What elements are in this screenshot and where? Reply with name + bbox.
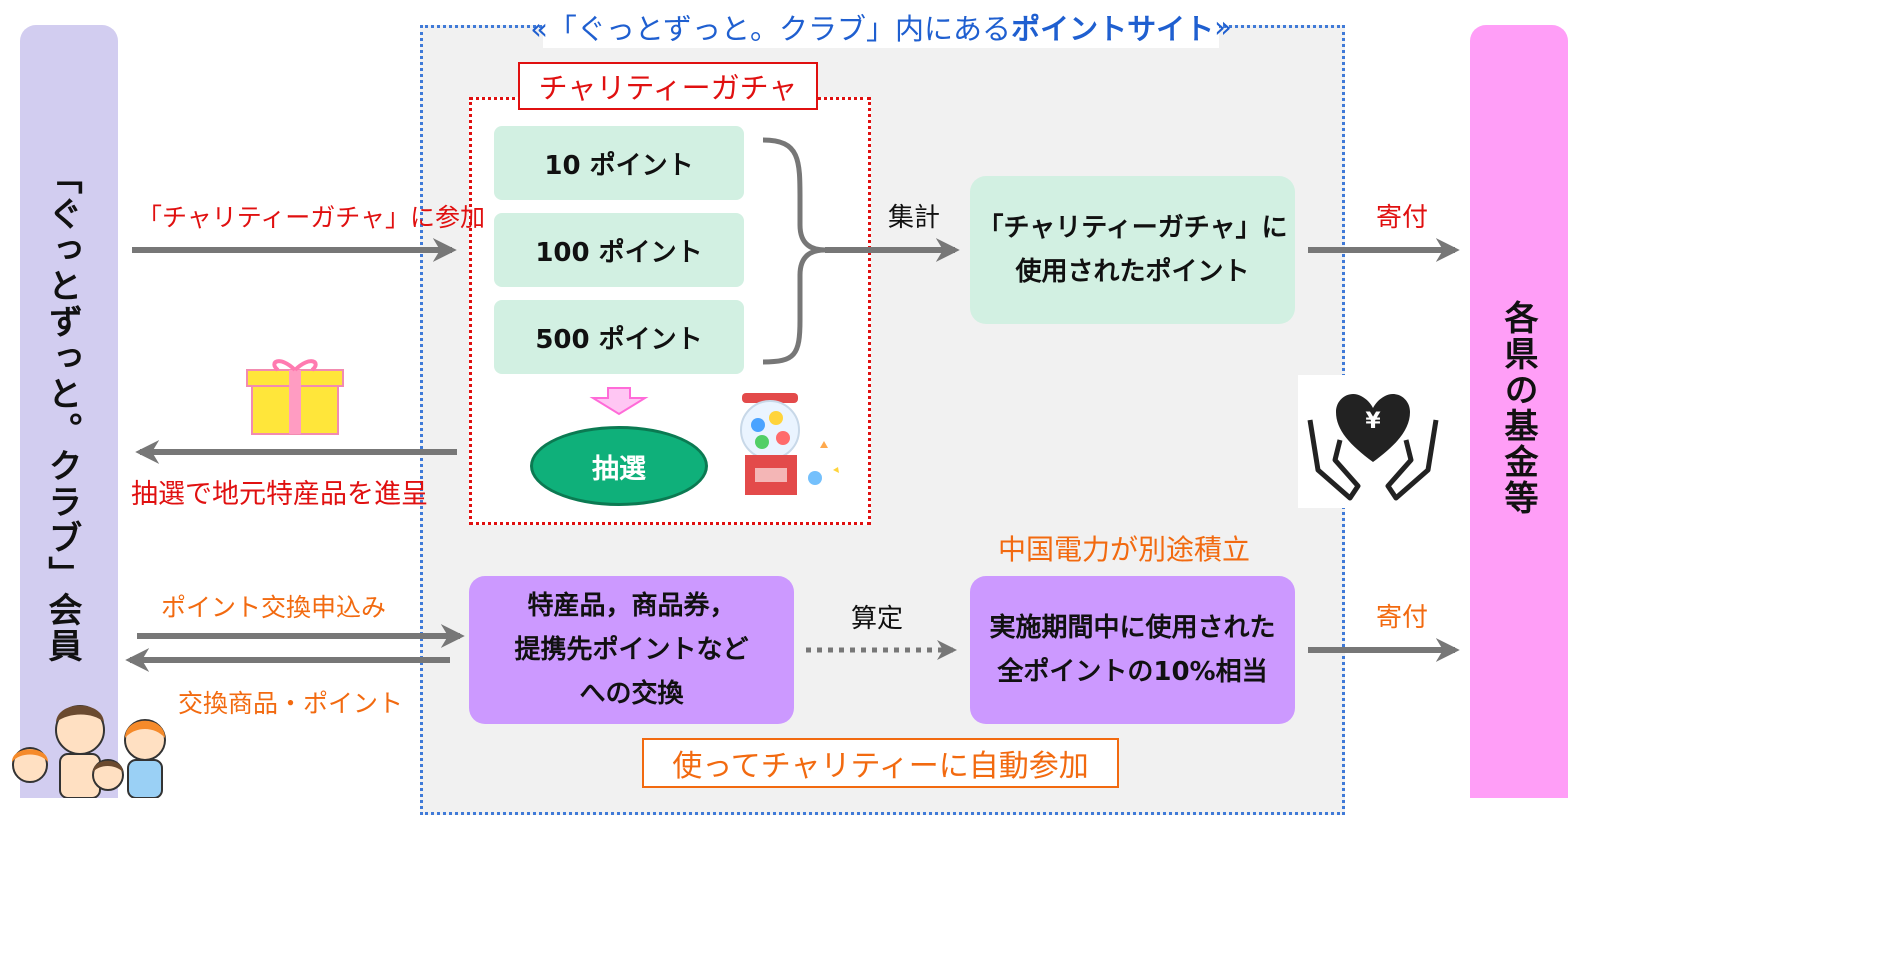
fund-label: 各県の基金等	[1498, 300, 1538, 516]
gacha-option-500: 500 ポイント	[494, 300, 744, 374]
exchange-apply-label: ポイント交換申込み	[161, 593, 387, 622]
used-points-box: 「チャリティーガチャ」に 使用されたポイント	[970, 176, 1295, 324]
ten-percent-line-2: 全ポイントの10%相当	[997, 657, 1268, 687]
prize-label: 抽選で地元特産品を進呈	[131, 479, 428, 510]
pink-down-arrow-icon	[589, 387, 649, 416]
exchange-line-2: 提携先ポイントなど	[514, 635, 749, 665]
point-site-title: «「ぐっとずっと。クラブ」内にあるポイントサイト »	[530, 6, 1232, 48]
exchange-return-label: 交換商品・ポイント	[178, 689, 404, 718]
gacha-option-10: 10 ポイント	[494, 126, 744, 200]
gacha-machine-icon	[740, 393, 839, 495]
exchange-line-3: への交換	[579, 679, 684, 709]
exchange-box: 特産品，商品券， 提携先ポイントなど への交換	[469, 576, 794, 724]
gift-box-icon	[246, 359, 344, 435]
diagram-graphics: ¥	[12, 137, 1460, 798]
site-title-bold: ポイントサイト	[1011, 12, 1215, 46]
member-panel	[20, 25, 118, 798]
fund-panel	[1470, 25, 1568, 798]
donate-top-label: 寄付	[1376, 203, 1429, 233]
svg-text:¥: ¥	[1365, 409, 1381, 434]
site-title-prefix: «「ぐっとずっと。クラブ」内にある	[530, 12, 1012, 46]
site-title-suffix: »	[1214, 10, 1232, 44]
exchange-line-1: 特産品，商品券，	[527, 591, 736, 621]
donate-bottom-label: 寄付	[1376, 603, 1429, 633]
member-label: 「ぐっとずっと。クラブ」会員	[42, 160, 82, 664]
gacha-option-100: 100 ポイント	[494, 213, 744, 287]
gacha-brace	[762, 137, 826, 365]
used-points-line-2: 使用されたポイント	[1015, 257, 1250, 287]
chugoku-reserve-label: 中国電力が別途積立	[998, 533, 1251, 566]
ten-percent-line-1: 実施期間中に使用された	[989, 613, 1276, 643]
lottery-ellipse: 抽選	[530, 426, 708, 506]
auto-join-box: 使ってチャリティーに自動参加	[642, 738, 1119, 788]
charity-gacha-title: チャリティーガチャ	[518, 62, 818, 110]
join-label: 「チャリティーガチャ」に参加	[137, 203, 486, 232]
heart-yen-hands-icon: ¥	[1298, 375, 1448, 508]
aggregate-label: 集計	[888, 203, 941, 233]
calculate-label: 算定	[851, 604, 904, 634]
used-points-line-1: 「チャリティーガチャ」に	[977, 213, 1288, 243]
ten-percent-box: 実施期間中に使用された 全ポイントの10%相当	[970, 576, 1295, 724]
family-icon	[12, 705, 166, 798]
